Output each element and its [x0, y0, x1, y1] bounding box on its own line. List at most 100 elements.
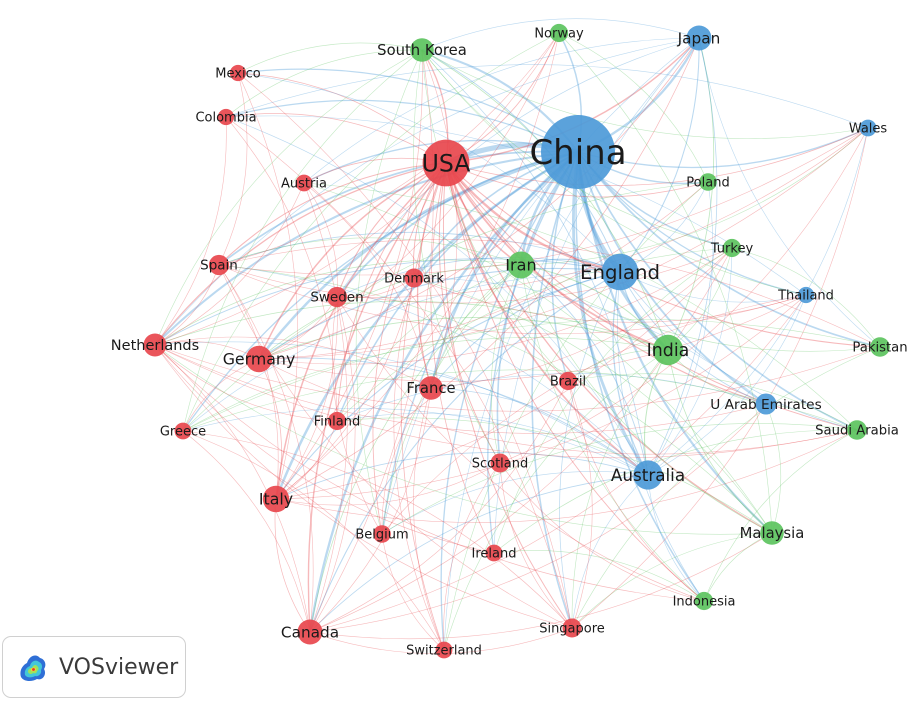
link-italy-south_korea — [275, 49, 423, 500]
node-south-korea[interactable] — [410, 38, 434, 62]
label-denmark: Denmark — [384, 272, 444, 287]
link-canada-austria — [303, 182, 348, 633]
node-indonesia[interactable] — [694, 591, 714, 611]
link-england-netherlands — [154, 258, 621, 346]
link-china-u_arab_emirates — [577, 151, 767, 405]
label-usa: USA — [422, 149, 471, 177]
link-india-greece — [182, 337, 669, 432]
label-thailand: Thailand — [777, 289, 834, 304]
node-belgium[interactable] — [373, 525, 391, 543]
link-germany-thailand — [258, 294, 807, 382]
link-germany-wales — [258, 127, 869, 360]
label-ireland: Ireland — [472, 547, 517, 562]
node-malaysia[interactable] — [760, 521, 784, 545]
node-ireland[interactable] — [485, 544, 503, 562]
label-france: France — [406, 380, 455, 397]
link-england-sweden — [336, 257, 621, 298]
link-canada-greece — [182, 430, 311, 633]
node-u-arab-emirates[interactable] — [755, 393, 777, 415]
label-spain: Spain — [200, 258, 238, 274]
link-china-scotland — [496, 151, 579, 464]
link-australia-italy — [275, 452, 649, 500]
node-canada[interactable] — [297, 619, 323, 645]
link-poland-greece — [182, 181, 709, 432]
node-india[interactable] — [652, 334, 684, 366]
node-netherlands[interactable] — [143, 333, 167, 357]
link-pakistan-singapore — [571, 346, 881, 629]
node-turkey[interactable] — [722, 238, 742, 258]
link-usa-wales — [445, 127, 869, 186]
node-china[interactable] — [541, 115, 615, 189]
node-greece[interactable] — [174, 422, 192, 440]
link-china-mexico — [237, 68, 579, 153]
node-iran[interactable] — [507, 251, 535, 279]
link-usa-canada — [307, 162, 447, 633]
link-usa-brazil — [445, 162, 569, 382]
link-turkey-finland — [336, 247, 733, 422]
node-germany[interactable] — [245, 345, 273, 373]
link-china-italy — [274, 150, 579, 500]
node-thailand[interactable] — [797, 286, 815, 304]
link-italy-japan — [275, 37, 700, 500]
node-australia[interactable] — [633, 460, 663, 490]
link-england-mexico — [237, 72, 621, 273]
node-spain[interactable] — [208, 254, 230, 276]
link-brazil-indonesia — [567, 380, 705, 602]
node-pakistan[interactable] — [870, 337, 890, 357]
link-south_korea-colombia — [225, 49, 423, 118]
vosviewer-logo-text: VOSviewer — [59, 654, 179, 680]
link-south_korea-wales — [421, 49, 869, 139]
link-spain-mexico — [218, 72, 248, 266]
label-brazil: Brazil — [550, 375, 586, 390]
node-poland[interactable] — [699, 173, 717, 191]
node-france[interactable] — [419, 376, 443, 400]
link-usa-mexico — [237, 72, 447, 164]
link-canada-brazil — [309, 380, 569, 633]
label-norway: Norway — [534, 27, 584, 42]
link-denmark-switzerland — [393, 277, 445, 651]
link-netherlands-norway — [154, 32, 560, 346]
node-sweden[interactable] — [326, 286, 348, 308]
node-italy[interactable] — [262, 485, 290, 513]
node-wales[interactable] — [859, 119, 877, 137]
label-belgium: Belgium — [355, 528, 408, 543]
link-usa-germany — [258, 162, 447, 360]
label-poland: Poland — [686, 176, 729, 191]
node-scotland[interactable] — [490, 453, 510, 473]
link-australia-germany — [258, 357, 649, 476]
link-poland-switzerland — [443, 181, 709, 651]
link-u_arab_emirates-denmark — [413, 277, 767, 405]
node-brazil[interactable] — [558, 371, 578, 391]
edges-layer — [154, 18, 881, 654]
link-england-greece — [182, 271, 621, 432]
node-usa[interactable] — [422, 139, 470, 187]
label-malaysia: Malaysia — [740, 525, 805, 542]
node-austria[interactable] — [295, 174, 313, 192]
link-south_korea-belgium — [355, 49, 423, 535]
link-england-indonesia — [617, 271, 705, 602]
label-sweden: Sweden — [310, 290, 363, 306]
node-denmark[interactable] — [404, 268, 424, 288]
link-denmark-thailand — [413, 277, 807, 323]
node-norway[interactable] — [549, 23, 569, 43]
node-saudi-arabia[interactable] — [847, 420, 867, 440]
link-england-spain — [218, 231, 621, 273]
node-colombia[interactable] — [217, 108, 235, 126]
link-malaysia-finland — [336, 417, 773, 534]
node-finland[interactable] — [327, 411, 347, 431]
link-iran-finland — [336, 264, 522, 422]
link-china-netherlands — [154, 150, 579, 346]
link-italy-turkey — [275, 247, 733, 500]
node-japan[interactable] — [686, 25, 712, 51]
label-italy: Italy — [259, 490, 293, 509]
node-england[interactable] — [601, 253, 639, 291]
link-usa-poland — [445, 162, 709, 198]
node-singapore[interactable] — [562, 618, 582, 638]
node-mexico[interactable] — [229, 64, 247, 82]
link-singapore-brazil — [567, 380, 593, 629]
link-japan-belgium — [381, 37, 700, 535]
node-switzerland[interactable] — [435, 641, 453, 659]
link-japan-pakistan — [698, 37, 881, 348]
link-usa-india — [445, 162, 669, 351]
